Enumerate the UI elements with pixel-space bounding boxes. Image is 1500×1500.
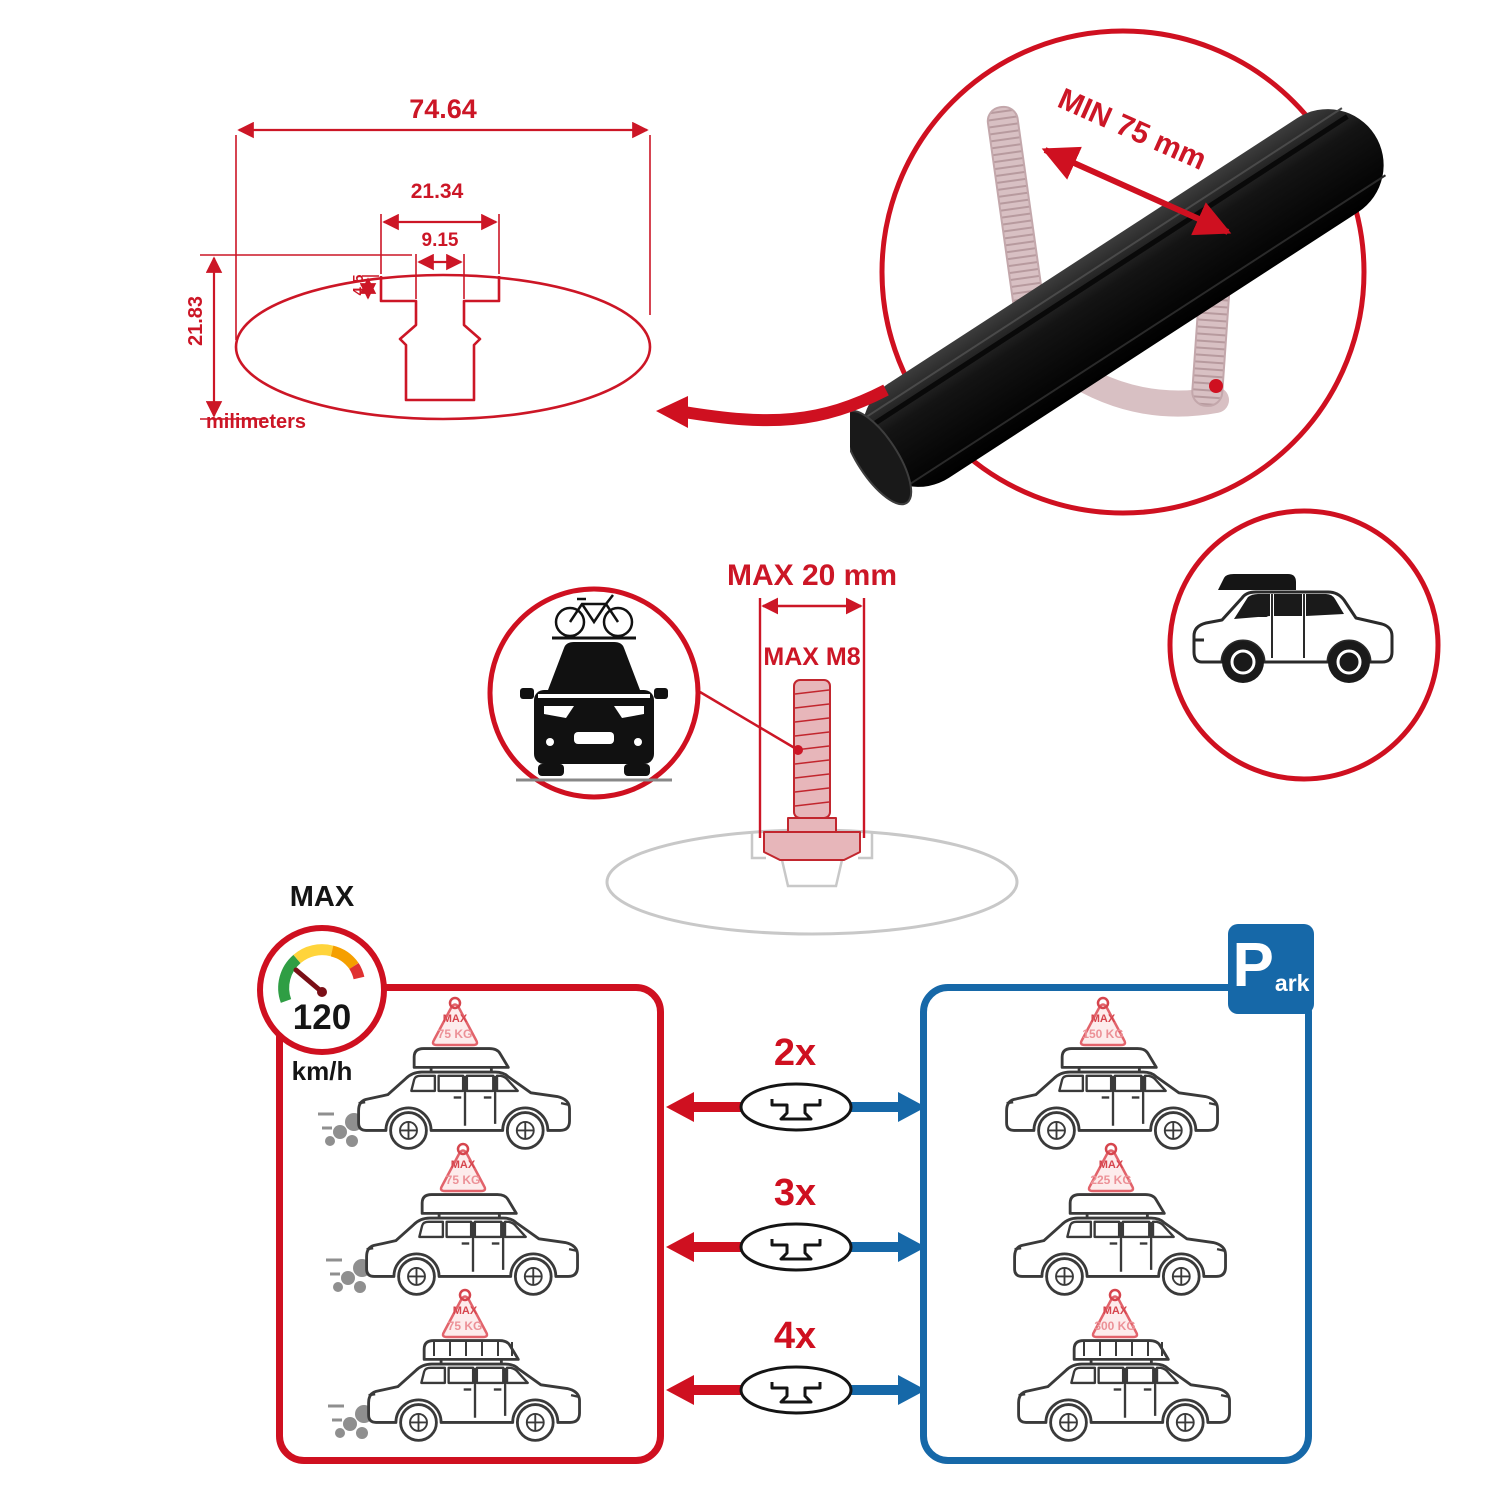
- roof-load-tag: MAX 150 KG: [1074, 996, 1132, 1048]
- load-tag-max: MAX: [1098, 1159, 1124, 1171]
- driving-car-row2: MAX 75 KG: [360, 1138, 590, 1300]
- park-sign: P ark: [1228, 924, 1314, 1014]
- dim-slot-inner-width: 9.15: [421, 230, 459, 251]
- speed-limit-unit: km/h: [291, 1056, 353, 1086]
- crossbar-dimension-drawing: [200, 121, 652, 421]
- load-tag-max: MAX: [452, 1305, 478, 1317]
- parked-car-row2: MAX 225 KG: [1008, 1138, 1238, 1300]
- bolt-diagram: [605, 597, 1019, 936]
- bolt-leader-line: [699, 690, 803, 755]
- bolt-max-width-label: MAX 20 mm: [726, 559, 898, 592]
- speed-limit-title: MAX: [289, 881, 355, 913]
- dim-total-width: 74.64: [409, 94, 477, 124]
- dimension-arrows: [205, 121, 649, 418]
- suv-roofbox-circle: [1167, 508, 1441, 782]
- extension-lines: [200, 135, 651, 420]
- park-sign-letter: P: [1232, 931, 1274, 1000]
- speedometer-icon: [257, 925, 387, 1055]
- roof-load-tag: MAX 75 KG: [436, 1288, 494, 1340]
- crossbar-3d-bar: [850, 107, 1387, 506]
- zoom-pointer-arrow: [656, 384, 889, 428]
- load-tag-weight: 300 KG: [1094, 1319, 1136, 1333]
- roof-load-tag: MAX 75 KG: [426, 996, 484, 1048]
- bolt-threads: [794, 689, 830, 807]
- dim-lip-depth: 4.5: [350, 274, 367, 296]
- load-tag-max: MAX: [450, 1159, 476, 1171]
- load-tag-weight: 75 KG: [445, 1173, 481, 1187]
- parked-car-row3: MAX 300 KG: [1012, 1284, 1242, 1446]
- crossbar-profile-outline: [234, 273, 652, 421]
- dim-slot-outer-width: 21.34: [410, 180, 464, 203]
- load-tag-max: MAX: [1102, 1305, 1128, 1317]
- crossbar-closeup-circle: [850, 28, 1387, 516]
- bolt-dim-lines: [758, 597, 866, 838]
- load-tag-max: MAX: [1090, 1013, 1116, 1025]
- roof-basket-slats: [1083, 1342, 1163, 1356]
- multiplier-label-4x: 4x: [773, 1315, 817, 1357]
- roof-basket-slats: [433, 1342, 513, 1356]
- suv-with-roofbox-icon: [1192, 574, 1394, 683]
- load-tag-weight: 150 KG: [1082, 1027, 1124, 1041]
- bike-icon: [552, 594, 636, 640]
- crossbar-count-arrows-4x: [666, 1365, 926, 1415]
- load-tag-max: MAX: [442, 1013, 468, 1025]
- car-front-icon: [516, 642, 672, 782]
- parked-car-row1: MAX 150 KG: [1000, 992, 1230, 1154]
- speed-limit-value: 120: [292, 998, 352, 1037]
- crossbar-count-arrows-3x: [666, 1222, 926, 1272]
- dim-unit-label: milimeters: [206, 411, 307, 433]
- crossbar-count-arrows-2x: [666, 1082, 926, 1132]
- dim-total-height: 21.83: [185, 295, 207, 347]
- roof-load-tag: MAX 300 KG: [1086, 1288, 1144, 1340]
- multiplier-label-3x: 3x: [773, 1172, 817, 1214]
- min-span-arrow: [1041, 146, 1232, 236]
- load-tag-weight: 75 KG: [447, 1319, 483, 1333]
- car-front-bike-circle: [487, 586, 701, 800]
- driving-car-row1: MAX 75 KG: [352, 992, 582, 1154]
- fastening-point-dot: [1209, 379, 1223, 393]
- bolt-max-thread-label: MAX M8: [763, 643, 861, 671]
- roof-load-tag: MAX 225 KG: [1082, 1142, 1140, 1194]
- load-tag-weight: 225 KG: [1090, 1173, 1132, 1187]
- driving-car-row3: MAX 75 KG: [362, 1284, 592, 1446]
- park-sign-rest: ark: [1274, 970, 1310, 996]
- load-tag-weight: 75 KG: [437, 1027, 473, 1041]
- roof-load-tag: MAX 75 KG: [434, 1142, 492, 1194]
- t-bolt: [763, 679, 861, 861]
- multiplier-label-2x: 2x: [773, 1032, 817, 1074]
